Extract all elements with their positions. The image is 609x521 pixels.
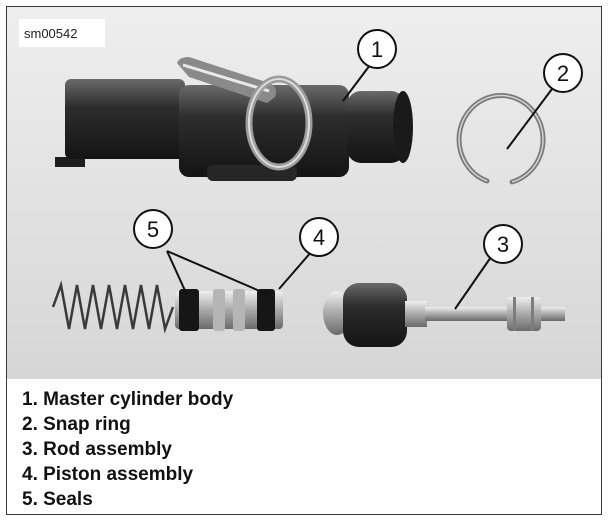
- legend-item-master-cylinder-body: 1. Master cylinder body: [22, 389, 234, 410]
- svg-text:1: 1: [371, 37, 383, 62]
- callout-3: 3: [483, 224, 523, 264]
- master-cylinder-body: [55, 57, 413, 181]
- svg-text:3: 3: [497, 232, 509, 257]
- legend-item-snap-ring: 2. Snap ring: [22, 414, 131, 435]
- rod-assembly: [323, 283, 565, 347]
- legend-item-seals: 5. Seals: [22, 489, 93, 510]
- snap-ring: [456, 93, 546, 185]
- callout-5: 5: [133, 209, 173, 249]
- svg-text:4: 4: [313, 225, 325, 250]
- figure-frame: 1 2 3 4 5 sm00542 1. Master cylinder bod…: [6, 6, 602, 515]
- svg-text:2: 2: [557, 61, 569, 86]
- legend-item-rod-assembly: 3. Rod assembly: [22, 439, 172, 460]
- callout-1: 1: [357, 29, 397, 69]
- parts-photo: 1 2 3 4 5: [7, 7, 601, 379]
- figure-code: sm00542: [24, 26, 78, 41]
- code-label-box: [19, 19, 105, 47]
- callout-leaders: [166, 64, 553, 310]
- parts-legend: 1. Master cylinder body 2. Snap ring 3. …: [22, 387, 233, 512]
- callout-2: 2: [543, 53, 583, 93]
- svg-text:5: 5: [147, 217, 159, 242]
- callout-4: 4: [299, 217, 339, 257]
- piston-assembly: [51, 280, 283, 334]
- legend-item-piston-assembly: 4. Piston assembly: [22, 464, 194, 485]
